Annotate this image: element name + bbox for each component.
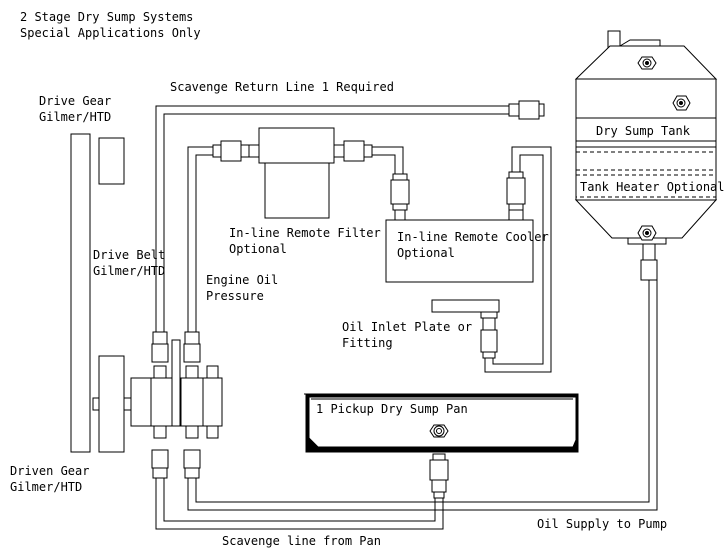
driven-gear-label-2: Gilmer/HTD [10,480,82,494]
scavenge-return-pump-fitting [151,331,169,363]
dry-sump-pan [304,393,579,453]
oil-inlet-plate [431,299,500,359]
scavenge-return-line [155,100,545,332]
drive-gear [98,137,125,185]
filter-label-1: In-line Remote Filter [229,226,381,240]
tank-label: Dry Sump Tank [596,124,691,138]
scavenge-return-label: Scavenge Return Line 1 Required [170,80,394,94]
filter-label-2: Optional [229,242,287,256]
remote-filter [248,127,373,219]
pan-pickup-nut [429,424,449,438]
oil-inlet-label-2: Fitting [342,336,393,350]
cooler-label-2: Optional [397,246,455,260]
engine-oil-label-2: Pressure [206,289,264,303]
dry-sump-tank [574,30,718,245]
filter-to-cooler-line [372,146,410,221]
tank-bottom-nut [637,225,657,241]
diagram-title-line2: Special Applications Only [20,26,201,40]
cooler-label-1: In-line Remote Cooler [397,230,549,244]
drive-belt-label-1: Drive Belt [93,248,165,262]
scavenge-pan-line [155,478,444,530]
tank-heater-label: Tank Heater Optional [580,180,725,194]
pressure-pump-fitting [183,331,201,363]
pan-label: 1 Pickup Dry Sump Pan [316,402,468,416]
supply-pump-fitting [183,449,201,479]
tank-top-nut [637,56,657,70]
remote-cooler [385,171,534,283]
oil-supply-label: Oil Supply to Pump [537,517,667,531]
drive-belt [70,133,91,453]
drive-gear-label-1: Drive Gear [39,94,111,108]
scavenge-pan-label: Scavenge line from Pan [222,534,381,548]
engine-oil-label-1: Engine Oil [206,273,278,287]
drive-belt-label-2: Gilmer/HTD [93,264,165,278]
dry-sump-pump [130,339,223,439]
drive-gear-label-2: Gilmer/HTD [39,110,111,124]
cooler-to-inlet-line [484,146,552,373]
pan-outlet-fitting [429,453,449,499]
driven-gear [92,355,133,453]
tank-side-nut [672,95,691,111]
diagram-title-line1: 2 Stage Dry Sump Systems [20,10,193,24]
oil-supply-line [187,280,658,511]
driven-gear-label-1: Driven Gear [10,464,89,478]
tank-outlet-fitting [640,243,658,281]
scavenge-pan-pump-fitting [151,449,169,479]
oil-inlet-label-1: Oil Inlet Plate or [342,320,472,334]
